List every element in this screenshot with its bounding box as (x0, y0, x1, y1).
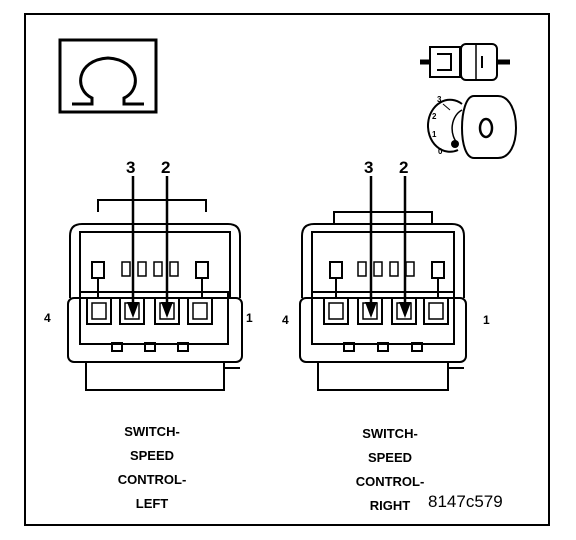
right-pin-3-arrow (365, 176, 377, 318)
right-pin-2-callout: 2 (399, 158, 408, 177)
diagram-frame (24, 13, 550, 526)
right-pin-2-arrow (399, 176, 411, 318)
caption-line: SPEED (367, 450, 413, 465)
left-connector-terminal-4 (86, 297, 112, 325)
right-pin-3-callout: 3 (364, 158, 373, 177)
left-pin-3-arrow (127, 176, 139, 318)
left-connector-caption: SWITCH- SPEED CONTROL- LEFT (92, 420, 212, 516)
ignition-position-1: 1 (432, 130, 437, 139)
left-connector-terminal-1 (187, 297, 213, 325)
right-end-label-4: 4 (282, 313, 289, 327)
caption-line: SWITCH- (124, 424, 180, 439)
ignition-position-0: 0 (438, 147, 443, 156)
ignition-switch-icon (427, 95, 518, 159)
left-end-label-4: 4 (44, 311, 51, 325)
connector-disconnect-icon (420, 43, 510, 81)
left-end-label-1: 1 (246, 311, 253, 325)
left-pin-2-callout: 2 (161, 158, 170, 177)
caption-line: SPEED (129, 448, 175, 463)
left-connector-latches (91, 261, 209, 298)
caption-line: RIGHT (369, 498, 411, 513)
caption-line: LEFT (135, 496, 169, 511)
right-connector-terminal-4 (323, 297, 349, 325)
ohm-symbol-icon (58, 38, 158, 114)
caption-line: CONTROL- (355, 474, 425, 489)
left-connector-body (67, 199, 243, 391)
right-connector-caption: SWITCH- SPEED CONTROL- RIGHT (330, 422, 450, 518)
ignition-position-2: 2 (432, 112, 437, 121)
figure-id: 8147c579 (428, 492, 503, 511)
left-pin-2-arrow (161, 176, 173, 318)
caption-line: CONTROL- (117, 472, 187, 487)
ignition-position-3: 3 (437, 95, 442, 104)
right-connector-terminal-1 (423, 297, 449, 325)
left-pin-3-callout: 3 (126, 158, 135, 177)
caption-line: SWITCH- (362, 426, 418, 441)
right-end-label-1: 1 (483, 313, 490, 327)
